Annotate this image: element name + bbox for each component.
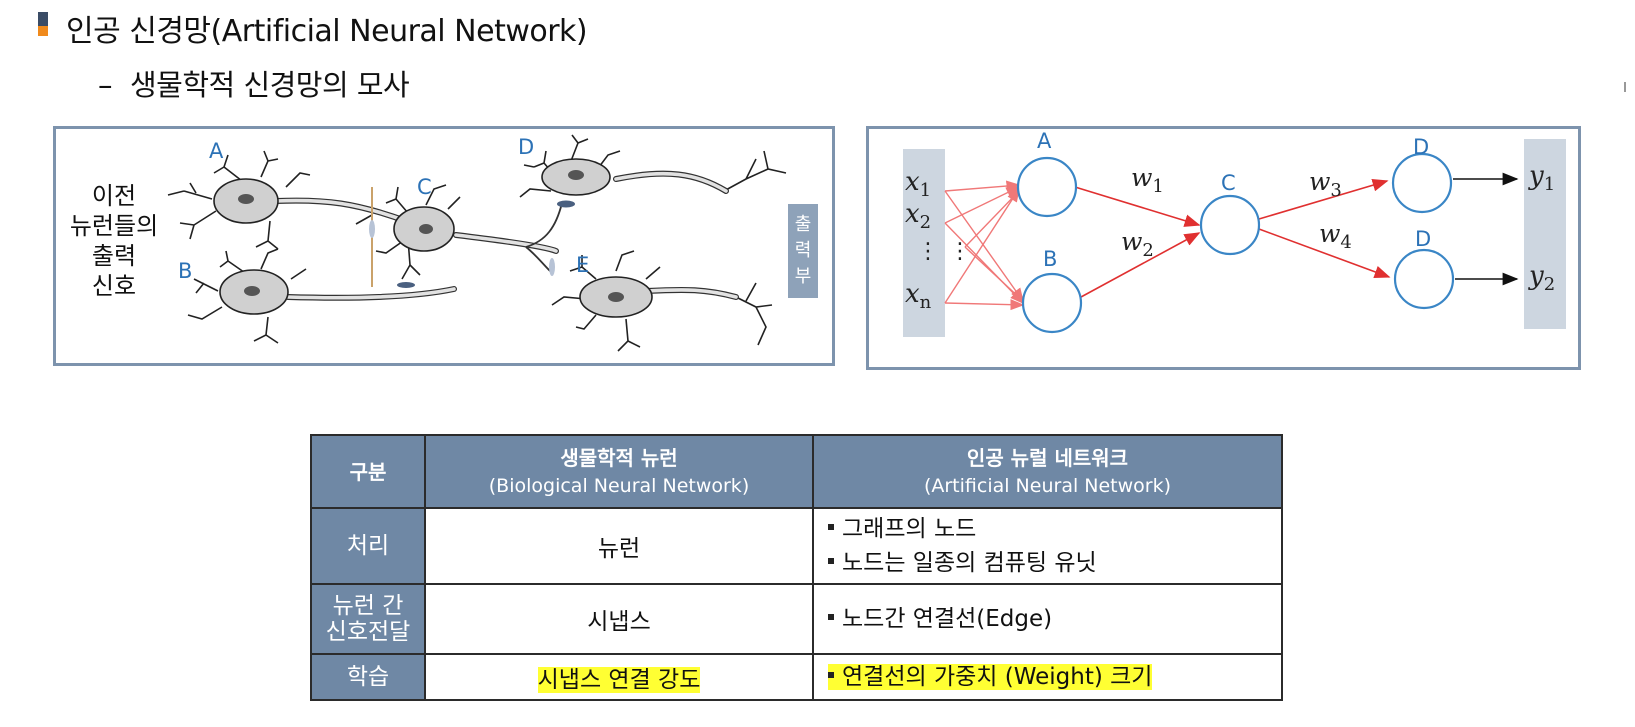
node-d-top [1391,152,1453,214]
node-label-c: C [1221,171,1236,195]
row-label-learning: 학습 [310,653,426,701]
biological-neuron-diagram: 이전 뉴런들의 출력 신호 출 력 부 A B C D E [53,126,835,366]
neuron-label-c: C [417,175,432,199]
edge-tick-mark [1624,82,1626,92]
input-x2: x2 [905,199,932,234]
ann-cell: 그래프의 노드 노드는 일종의 컴퓨팅 유닛 [812,507,1283,585]
header-biological: 생물학적 뉴런 (Biological Neural Network) [424,434,814,509]
title-bullet-icon [38,12,48,36]
table-row: 처리 뉴런 그래프의 노드 노드는 일종의 컴퓨팅 유닛 [310,507,1283,585]
table-header-row: 구분 생물학적 뉴런 (Biological Neural Network) 인… [310,434,1283,509]
node-label-b: B [1043,247,1058,271]
highlighted-text: 연결선의 가중치 (Weight) 크기 [828,664,1153,690]
ann-cell: 연결선의 가중치 (Weight) 크기 [812,653,1283,701]
edge-ellipsis: ⋮ [949,239,971,264]
neuron-label-d: D [518,135,535,159]
node-a [1016,156,1078,218]
input-ellipsis: ⋮ [917,239,939,264]
ann-cell: 노드간 연결선(Edge) [812,583,1283,655]
bio-cell: 시냅스 연결 강도 [424,653,814,701]
page-title: 인공 신경망(Artificial Neural Network) [66,14,588,49]
bio-cell: 시냅스 [424,583,814,655]
subtitle-dash: – [98,68,113,102]
header-category: 구분 [310,434,426,509]
neuron-label-a: A [209,139,224,163]
weight-w1: w1 [1131,163,1164,197]
bullet-square-icon [828,557,834,564]
network-graph [944,152,1519,334]
input-x1: x1 [905,167,932,202]
bullet-square-icon [828,671,834,678]
bullet-square-icon [828,613,834,620]
node-b [1021,272,1083,334]
highlighted-text: 시냅스 연결 강도 [537,667,701,693]
node-label-a: A [1037,129,1052,153]
weight-w4: w4 [1319,219,1352,253]
comparison-table: 구분 생물학적 뉴런 (Biological Neural Network) 인… [310,434,1283,701]
input-layer-box [903,149,945,337]
node-d-bottom [1393,248,1455,310]
table-row: 학습 시냅스 연결 강도 연결선의 가중치 (Weight) 크기 [310,653,1283,701]
neuron-illustration [167,134,787,352]
header-artificial: 인공 뉴럴 네트워크 (Artificial Neural Network) [812,434,1283,509]
bio-cell: 뉴런 [424,507,814,585]
previous-neuron-output-label: 이전 뉴런들의 출력 신호 [69,182,159,300]
row-label-signal-transfer: 뉴런 간 신호전달 [310,583,426,655]
input-xn: xn [905,279,932,314]
output-layer-box [1524,139,1566,329]
weight-w2: w2 [1121,227,1154,261]
output-y1: y1 [1529,161,1556,196]
table-row: 뉴런 간 신호전달 시냅스 노드간 연결선(Edge) [310,583,1283,655]
subtitle-text: 생물학적 신경망의 모사 [130,68,410,102]
row-label-processing: 처리 [310,507,426,585]
node-label-d-bottom: D [1415,227,1432,251]
neuron-label-b: B [178,259,193,283]
output-y2: y2 [1529,261,1556,296]
weight-w3: w3 [1309,167,1342,201]
artificial-neural-network-diagram: x1 x2 ⋮ ⋮ xn A B C D D w1 w2 w3 w4 y1 y2 [866,126,1581,370]
bullet-square-icon [828,523,834,530]
neuron-label-e: E [576,253,590,277]
node-label-d-top: D [1413,135,1430,159]
node-c [1199,194,1261,256]
page-subtitle: –생물학적 신경망의 모사 [98,62,410,104]
output-label: 출 력 부 [788,204,818,298]
